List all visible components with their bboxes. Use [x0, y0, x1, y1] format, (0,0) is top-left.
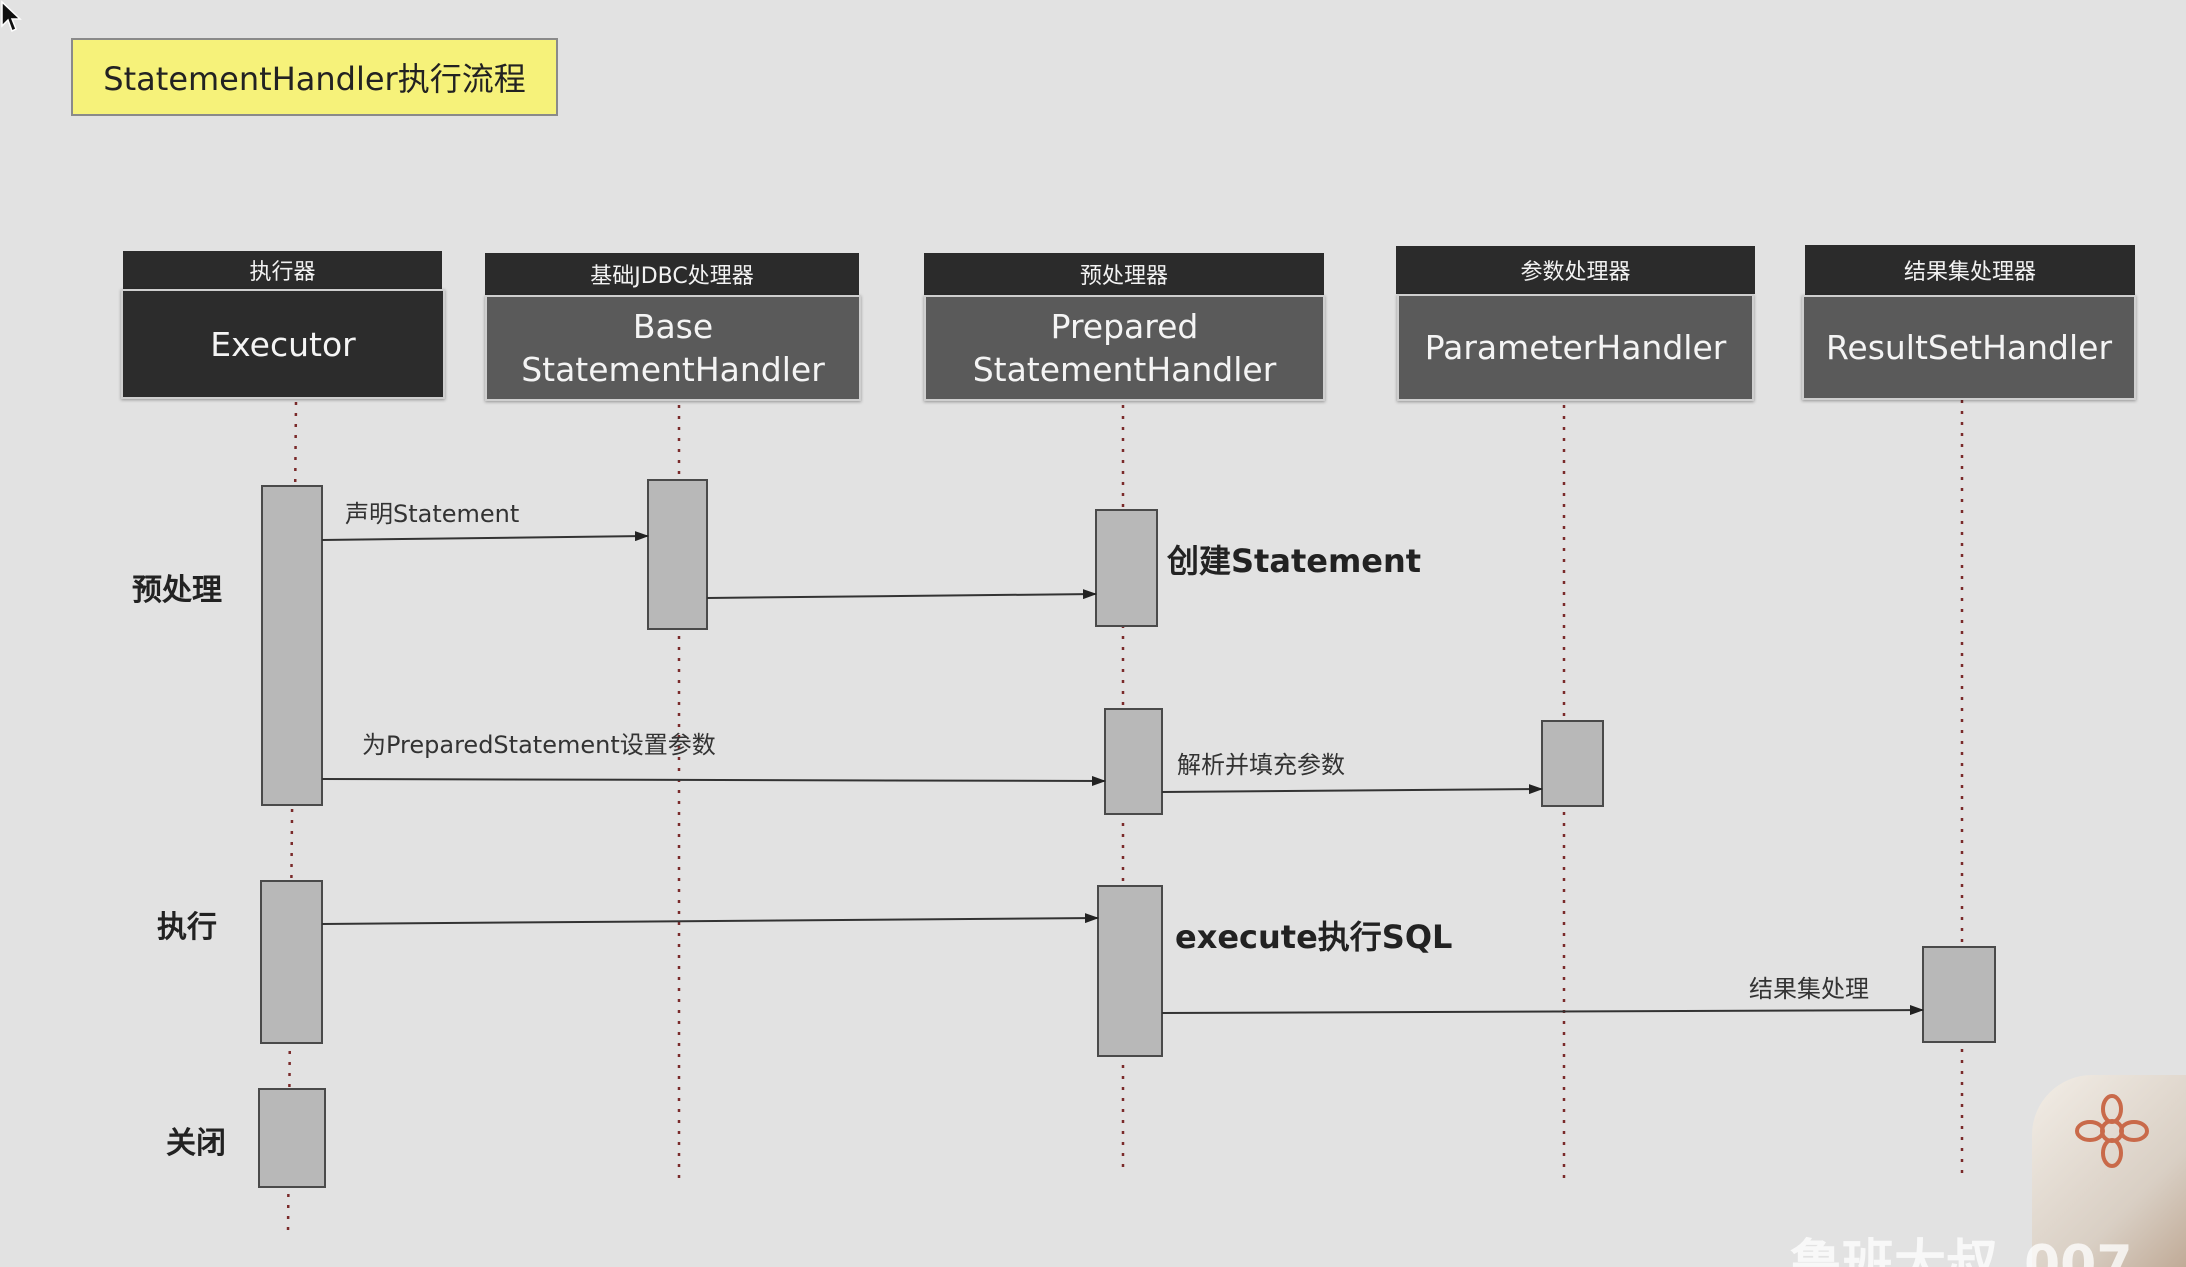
note-execute-sql: execute执行SQL	[1175, 918, 1453, 956]
activation-executor-execute	[260, 880, 323, 1044]
presenter-avatar	[2032, 1075, 2186, 1267]
header-parameter-handler: ParameterHandler	[1397, 294, 1754, 401]
note-create-statement: 创建Statement	[1167, 542, 1422, 580]
header-role-resultset-handler: 结果集处理器	[1805, 245, 2135, 295]
mouse-cursor-icon	[1, 0, 22, 33]
header-base-statement-handler: Base StatementHandler	[485, 295, 861, 401]
message-label-parse-fill-parameters: 解析并填充参数	[1177, 751, 1345, 779]
arrow-declare-statement	[321, 531, 649, 542]
phase-label-execute: 执行	[157, 910, 217, 945]
header-role-base-statement-handler: 基础JDBC处理器	[485, 253, 859, 295]
arrow-create-statement	[706, 589, 1097, 600]
phase-label-prepare: 预处理	[132, 573, 222, 608]
activation-resultset-handler	[1922, 946, 1996, 1043]
activation-base-handler	[647, 479, 708, 630]
arrow-set-parameters	[321, 775, 1106, 786]
header-role-parameter-handler: 参数处理器	[1396, 246, 1755, 294]
watermark-text: 鲁班大叔_007	[1790, 1235, 2133, 1267]
phase-label-close: 关闭	[166, 1126, 226, 1161]
header-executor: Executor	[121, 289, 445, 399]
activation-parameter-handler	[1541, 720, 1604, 807]
arrow-resultset-handling	[1161, 1005, 1924, 1016]
header-resultset-handler: ResultSetHandler	[1802, 295, 2136, 400]
activation-prepared-create	[1095, 509, 1158, 627]
message-label-declare-statement: 声明Statement	[345, 500, 520, 528]
diagram-title: StatementHandler执行流程	[71, 38, 558, 116]
activation-executor-prepare	[261, 485, 323, 806]
message-label-set-parameters: 为PreparedStatement设置参数	[362, 731, 716, 759]
message-label-resultset-handling: 结果集处理	[1749, 975, 1869, 1003]
activation-prepared-params	[1104, 708, 1163, 815]
arrow-parse-fill-parameters	[1161, 784, 1543, 795]
header-prepared-statement-handler: Prepared StatementHandler	[924, 295, 1325, 401]
header-role-executor: 执行器	[123, 251, 442, 289]
arrow-execute-sql	[321, 913, 1099, 925]
activation-prepared-execute	[1097, 885, 1163, 1057]
activation-executor-close	[258, 1088, 326, 1188]
header-role-prepared-statement-handler: 预处理器	[924, 253, 1324, 295]
flower-emblem-icon	[2075, 1094, 2149, 1168]
